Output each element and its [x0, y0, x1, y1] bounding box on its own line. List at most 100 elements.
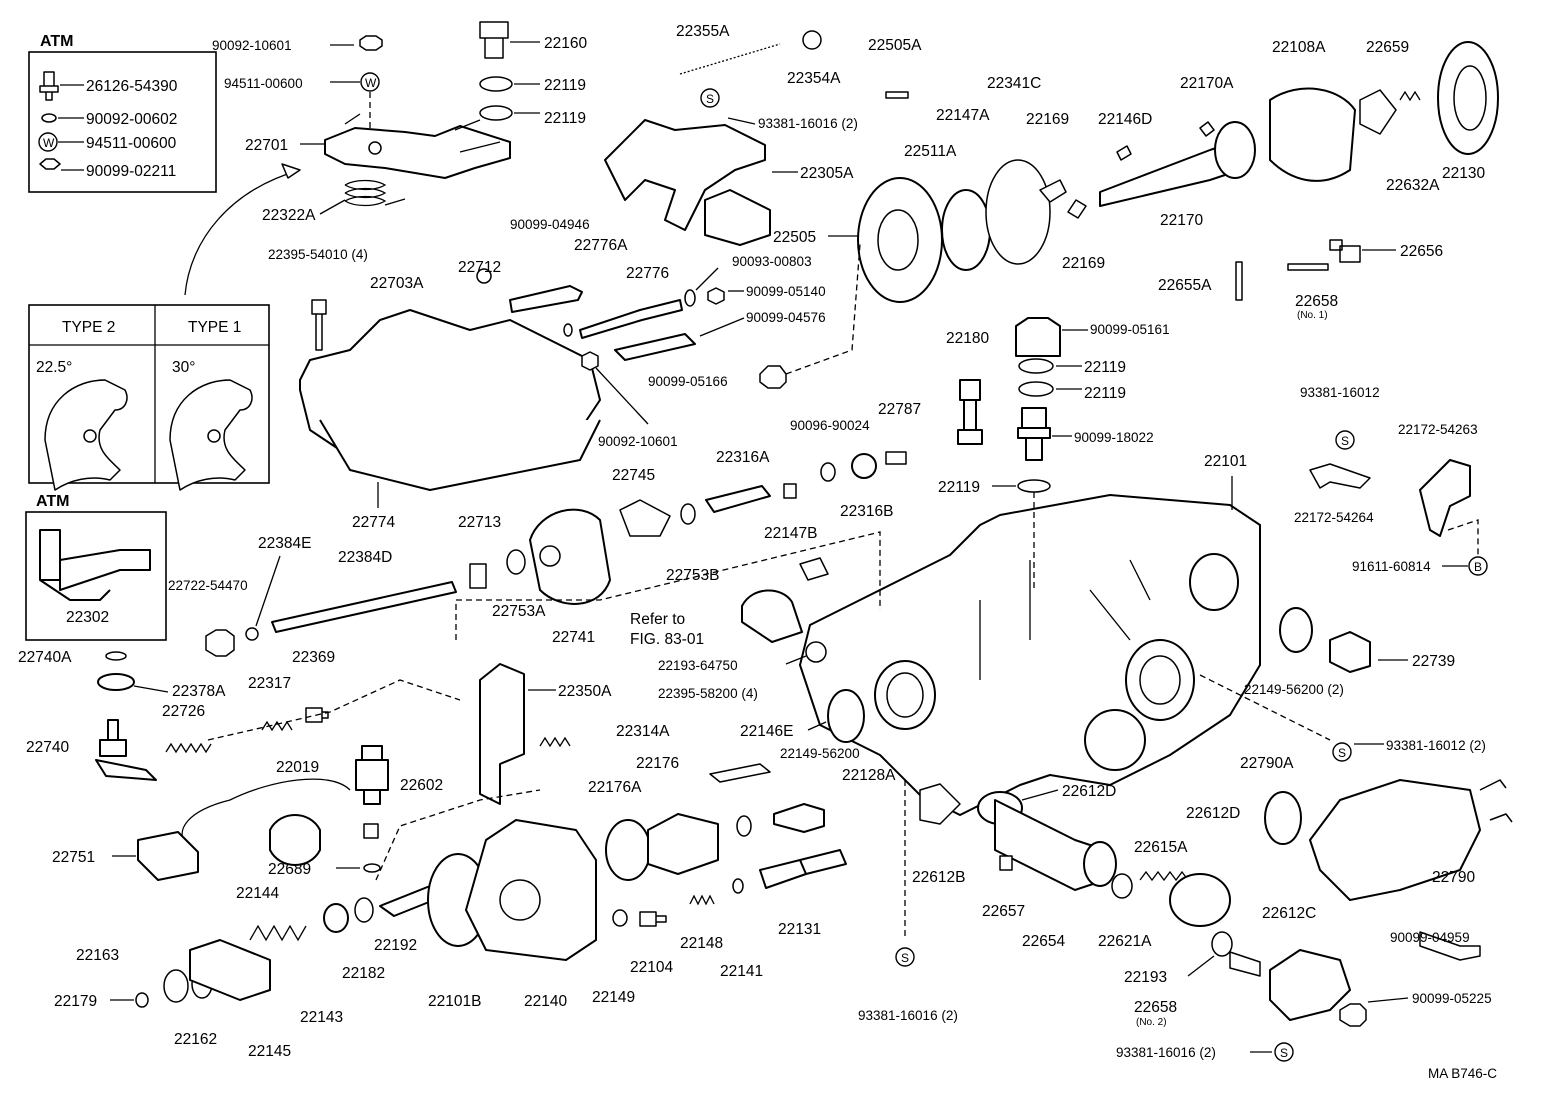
part-label: 93381-16016 (2) [758, 116, 858, 131]
part-label: 22612D [1062, 783, 1116, 800]
cover-22612C [1269, 949, 1351, 1021]
part-label: 90092-00602 [86, 111, 177, 128]
pump-housing: 22101 [799, 453, 1331, 816]
part-label: 22505A [868, 37, 922, 54]
atm-header: ATM [40, 33, 73, 50]
bushing-22316B [851, 453, 877, 479]
bushing-22147B [783, 483, 797, 499]
gasket-22149-56200 [1279, 607, 1313, 653]
part-label: 22369 [292, 649, 335, 666]
part-label: 90099-05225 [1412, 991, 1492, 1006]
part-label: 90096-90024 [790, 418, 870, 433]
part-label: 22745 [612, 467, 655, 484]
s-symbol-icon [1332, 742, 1352, 762]
plate-22713 [469, 563, 487, 589]
washer-icon [1017, 479, 1051, 493]
part-label: 22143 [300, 1009, 343, 1026]
part-label: 22317 [248, 675, 291, 692]
washer-22740A [105, 651, 127, 661]
pin-icon [1235, 261, 1243, 301]
part-label: 22146D [1098, 111, 1152, 128]
b-symbol-text: B [1474, 560, 1482, 574]
part-label: 22774 [352, 514, 395, 531]
part-label: 22108A [1272, 39, 1326, 56]
o-ring-22689 [363, 863, 381, 873]
ring-22147A [941, 189, 991, 271]
plug-22739 [1329, 631, 1371, 673]
part-label: 26126-54390 [86, 78, 178, 95]
part-label: 22170 [1160, 212, 1203, 229]
valve-22180 [957, 379, 983, 445]
governor-lever [604, 119, 766, 231]
o-ring-22790A [1264, 791, 1302, 845]
part-label: 22790A [1240, 755, 1294, 772]
bracket-22172-54264 [1309, 463, 1371, 489]
type-1-label: TYPE 1 [188, 319, 241, 336]
s-symbol-icon [1274, 1042, 1294, 1062]
part-label: 93381-16012 (2) [1386, 738, 1486, 753]
plug-22176 [647, 813, 719, 875]
part-label: 90092-10601 [212, 38, 292, 53]
nut-icon [476, 268, 492, 284]
washer-icon [1111, 873, 1133, 899]
part-label: 90099-18022 [1074, 430, 1154, 445]
part-label: 22378A [172, 683, 226, 700]
pin-icon [1287, 263, 1329, 271]
lever-assembly: 90092-10601 W 94511-00600 22701 22322A [184, 35, 511, 296]
plunger-22602 [363, 823, 379, 839]
nut-icon [39, 158, 61, 170]
washer-22753B [680, 503, 696, 525]
bushing-22143 [323, 903, 349, 933]
part-label: 22615A [1134, 839, 1188, 856]
nut-icon [359, 35, 383, 51]
key-22169 [1039, 179, 1087, 219]
o-ring-22179 [135, 992, 149, 1008]
part-label: 22739 [1412, 653, 1455, 670]
part-label: 22612C [1262, 905, 1316, 922]
part-label: 90099-04946 [510, 217, 590, 232]
part-label: 22354A [787, 70, 841, 87]
switch-22019 [355, 745, 389, 805]
washer-icon [41, 113, 57, 123]
part-label: 22751 [52, 849, 95, 866]
stopper-22740 [95, 719, 157, 781]
atm-legend: ATM 26126-54390 90092-00602 W 94511-0060… [28, 33, 217, 193]
part-label: 22182 [342, 965, 385, 982]
connector-22751 [137, 831, 199, 881]
part-label: 22776 [626, 265, 669, 282]
spring-wire [679, 43, 781, 75]
nut-icon [759, 365, 787, 389]
bolt-icon [479, 21, 509, 59]
part-label: 22726 [162, 703, 205, 720]
part-label: 90099-04959 [1390, 930, 1470, 945]
part-label: 93381-16012 [1300, 385, 1380, 400]
gasket-22612B [919, 783, 961, 825]
part-label: 22350A [558, 683, 612, 700]
screw-22128A [773, 803, 825, 833]
wire-harness [181, 778, 351, 851]
s-symbol-icon [700, 88, 720, 108]
part-label: 90092-10601 [598, 434, 678, 449]
bolt-22787 [885, 451, 907, 465]
throttle-lever [324, 125, 511, 179]
s-symbol-text: S [1338, 746, 1346, 760]
part-label: 22148 [680, 935, 723, 952]
part-label: 22119 [938, 479, 980, 496]
part-label: 22149-56200 (2) [1244, 682, 1344, 697]
cover-gasket [319, 419, 601, 491]
spring-icon [1399, 90, 1421, 102]
part-label: 22119 [544, 77, 586, 94]
part-label: 22621A [1098, 933, 1152, 950]
part-label: 22316B [840, 503, 893, 520]
part-label: 22162 [174, 1031, 217, 1048]
part-label: 22141 [720, 963, 763, 980]
part-label: 22193 [1124, 969, 1167, 986]
bracket [704, 189, 771, 246]
part-label: 22776A [574, 237, 628, 254]
s-symbol-icon [895, 947, 915, 967]
part-label: 22395-58200 (4) [658, 686, 758, 701]
part-label: 93381-16016 (2) [1116, 1045, 1216, 1060]
flyweight-holder-22108A [1269, 87, 1356, 182]
part-label: 22740A [18, 649, 72, 666]
part-label: 91611-60814 [1352, 559, 1431, 574]
